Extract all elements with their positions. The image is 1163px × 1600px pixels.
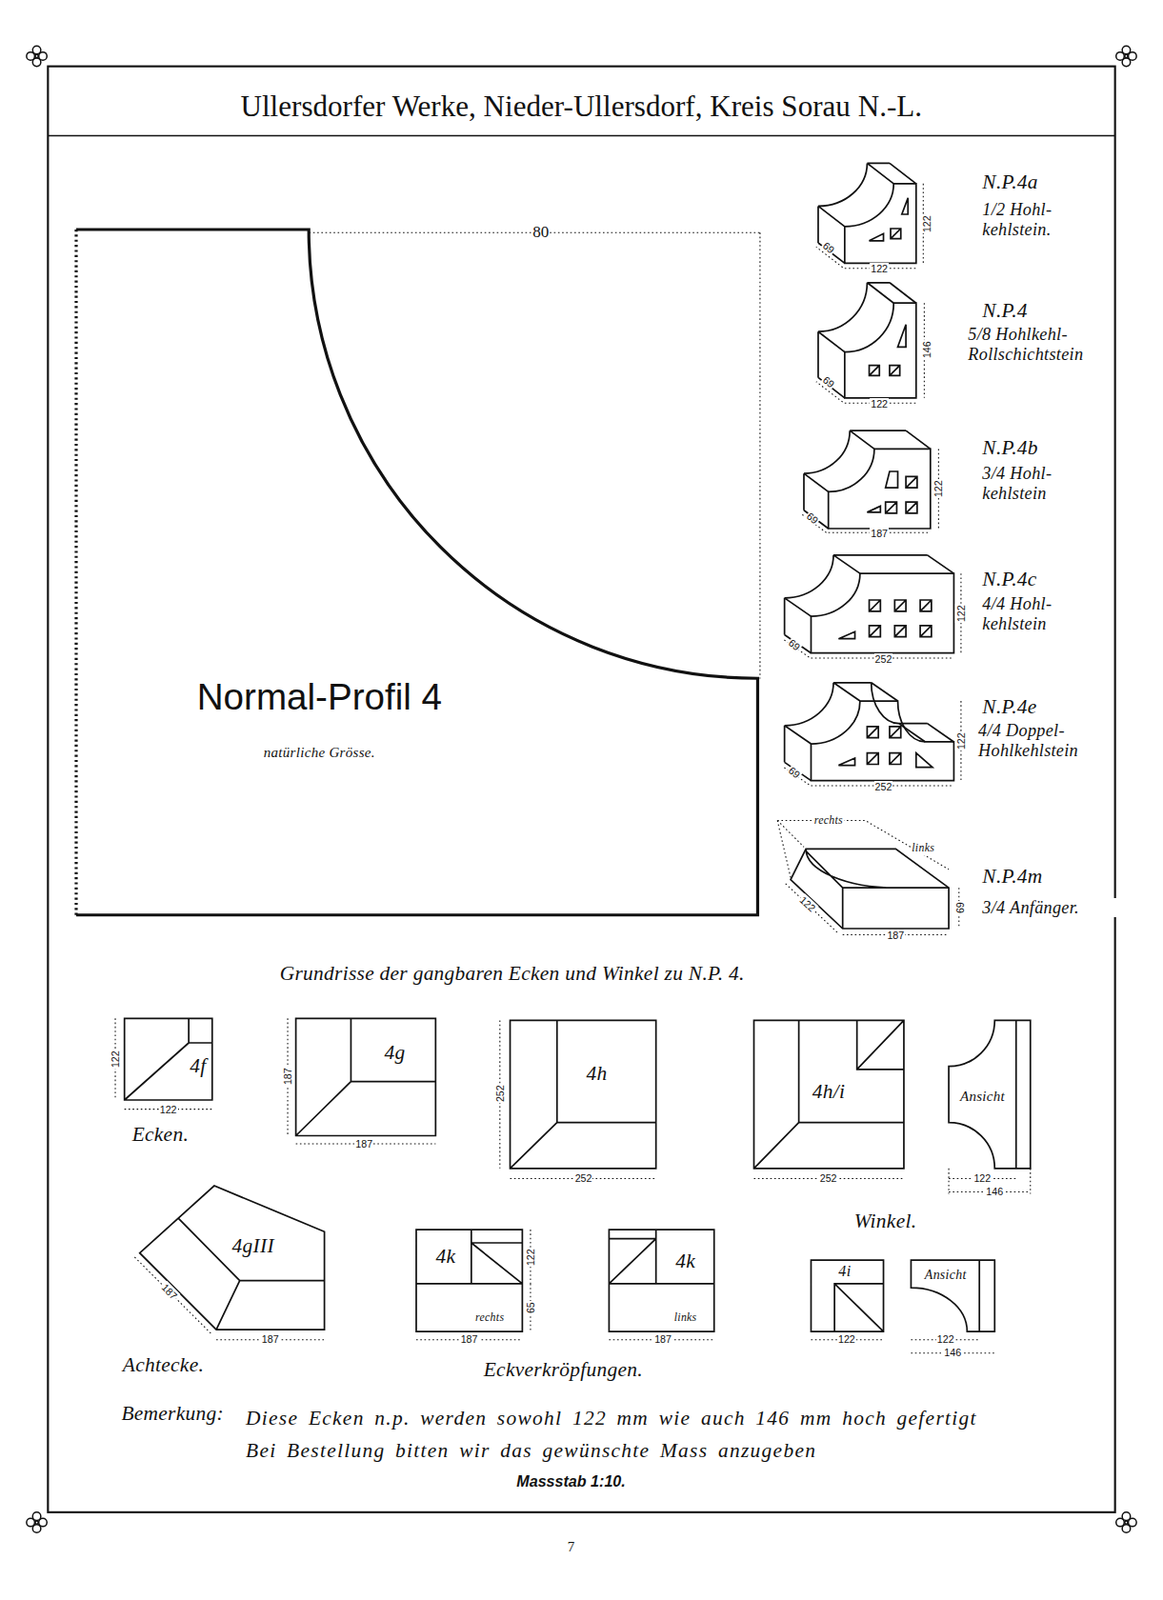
dimension-label: 187	[354, 1138, 374, 1150]
corner-plan: 4h/i	[754, 1020, 904, 1168]
brick-np4b	[802, 430, 940, 533]
dimension-label: 69	[785, 636, 804, 654]
dimension-label: 122	[920, 214, 932, 234]
dimension-label: 122	[936, 1333, 956, 1345]
part-number: N.P.4c	[981, 567, 1038, 592]
part-name: 3/4 Hohl- kehlstein	[981, 463, 1085, 504]
dimension-label: 122	[869, 398, 889, 410]
part-number: N.P.4	[981, 299, 1028, 323]
part-code: 4f	[188, 1054, 207, 1079]
part-number: N.P.4e	[981, 695, 1038, 720]
part-code: Ansicht	[923, 1267, 968, 1284]
side-note: links	[910, 842, 936, 856]
part-name: 4/4 Doppel- Hohlkehlstein	[977, 721, 1097, 762]
side-note: natürliche Grösse.	[262, 744, 377, 762]
profile-outline: Normal-Profil 4 natürliche Grösse.	[76, 229, 758, 916]
profile-edge	[76, 229, 758, 916]
dimension-label: 122	[837, 1333, 857, 1345]
side-note: links	[673, 1311, 699, 1325]
dimension-label: 69	[819, 239, 838, 257]
dimension-label: 122	[159, 1103, 179, 1116]
part-number: N.P.4b	[981, 436, 1039, 461]
profile-view: Ansicht	[948, 1020, 1031, 1168]
dimension-label: 187	[885, 929, 905, 942]
octagon-plan: 4gIII	[140, 1185, 325, 1332]
part-code: 4i	[837, 1263, 852, 1282]
part-name: 4/4 Hohl- kehlstein	[981, 594, 1085, 635]
side-note: rechts	[474, 1311, 505, 1325]
dimension-label: 187	[281, 1066, 294, 1086]
dimension-label: 146	[984, 1185, 1004, 1198]
dimension-label: 122	[972, 1172, 992, 1184]
group-label: Eckverkröpfungen.	[482, 1358, 644, 1383]
dimension-label: 252	[874, 781, 894, 793]
brick-np4a	[816, 162, 923, 268]
dimension-label: 65	[524, 1301, 537, 1315]
brick-np4c	[782, 555, 961, 659]
group-label: Achtecke.	[121, 1353, 205, 1378]
dimension-label: 187	[260, 1333, 281, 1345]
page-number: 7	[566, 1539, 577, 1556]
offset-plan: 4k rechts	[416, 1229, 522, 1332]
part-number: N.P.4m	[981, 864, 1043, 889]
page-title: Ullersdorfer Werke, Nieder-Ullersdorf, K…	[240, 89, 924, 124]
dimension-label: 122	[869, 262, 889, 275]
dimension-label: 252	[819, 1172, 839, 1184]
corner-plan: 4f	[124, 1018, 213, 1101]
group-label: Ecken.	[131, 1122, 190, 1147]
brick-np4e	[782, 682, 961, 786]
dimension-label: 122	[524, 1247, 537, 1267]
part-code: 4k	[674, 1249, 697, 1274]
brick-np4m	[777, 820, 960, 935]
brick-np4	[816, 282, 925, 403]
page-frame	[26, 45, 1137, 1533]
side-note: rechts	[813, 814, 844, 828]
corner-plans	[115, 1018, 1031, 1353]
profile-outline-shape	[76, 229, 758, 916]
dimension-label: 146	[942, 1346, 963, 1359]
dimension-label: 122	[955, 603, 967, 623]
part-name: 5/8 Hohlkehl- Rollschichtstein	[966, 324, 1107, 365]
profile-view: Ansicht	[910, 1260, 995, 1332]
dimension-label: 252	[494, 1083, 506, 1103]
dimension-label: 187	[460, 1333, 480, 1345]
dimension-label: 69	[954, 901, 966, 915]
part-code: 4gIII	[231, 1234, 276, 1259]
part-code: 4h	[585, 1062, 609, 1086]
offset-plan: 4k links	[608, 1229, 714, 1332]
dimension-label: 252	[574, 1172, 594, 1184]
corner-plan: 4g	[296, 1018, 437, 1136]
part-code: 4h/i	[811, 1080, 846, 1104]
part-code: Ansicht	[959, 1088, 1006, 1105]
section-heading: Grundrisse der gangbaren Ecken und Winke…	[279, 962, 746, 986]
dimension-label: 122	[932, 479, 944, 499]
part-code: 4k	[435, 1244, 458, 1269]
dimension-label: 69	[819, 373, 838, 391]
part-name: 1/2 Hohl- kehlstein.	[981, 200, 1085, 241]
dimension-label: 146	[920, 340, 932, 361]
dimension-label: 187	[653, 1333, 673, 1345]
part-code: Normal-Profil 4	[196, 676, 443, 719]
dimension-label: 69	[785, 763, 804, 782]
scale-note: Massstab 1:10.	[515, 1472, 627, 1491]
angle-plan: 4i	[810, 1260, 883, 1332]
part-code: 4g	[382, 1041, 406, 1065]
part-number: N.P.4a	[981, 170, 1039, 195]
note-text: Diese Ecken n.p. werden sowohl 122 mm wi…	[244, 1402, 984, 1468]
dimension-label: 187	[869, 527, 889, 540]
group-label: Winkel.	[853, 1209, 919, 1234]
dimension-label: 80	[531, 222, 550, 242]
note-heading: Bemerkung:	[120, 1402, 225, 1426]
dimension-label: 122	[955, 731, 967, 751]
profile-dimension	[309, 232, 761, 679]
dimension-label: 122	[109, 1049, 121, 1069]
part-name: 3/4 Anfänger.	[981, 898, 1116, 919]
dimension-label: 252	[874, 653, 894, 665]
profile-cut-edge	[75, 229, 79, 916]
corner-plan: 4h	[510, 1020, 657, 1168]
